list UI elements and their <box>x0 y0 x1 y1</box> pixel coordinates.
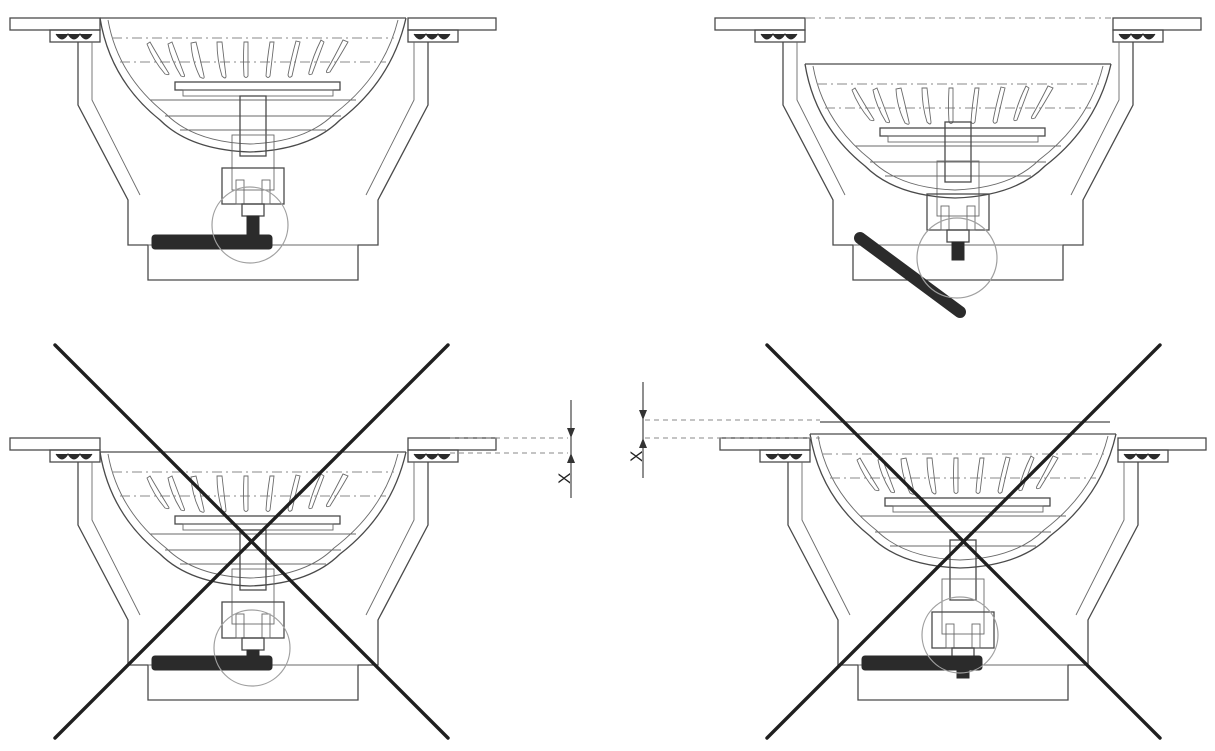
strainer-basket <box>804 63 1112 199</box>
panel-correct-lever-flat <box>9 17 497 281</box>
dimension-label: X <box>555 473 574 484</box>
lever-arm <box>151 655 273 671</box>
detail-highlight-circle <box>921 596 999 674</box>
panel-incorrect-basket-high <box>719 421 1207 701</box>
panel-correct-lever-tilted <box>714 17 1202 318</box>
spindle-assembly <box>926 121 990 261</box>
sink-body <box>714 17 1202 281</box>
spindle-assembly <box>221 529 285 669</box>
strainer-basket <box>99 451 407 587</box>
strainer-basket <box>99 17 407 153</box>
lever-arm <box>151 234 273 250</box>
lever-arm <box>861 655 983 671</box>
panel-incorrect-basket-low <box>9 437 497 701</box>
detail-highlight-circle <box>916 217 998 299</box>
dimension-label: X <box>627 451 646 462</box>
strainer-basket <box>809 433 1117 569</box>
dimension-x-left: X <box>450 400 575 498</box>
lever-arm-tilted <box>854 232 966 318</box>
spindle-assembly <box>221 95 285 235</box>
dimension-x-right: X <box>627 382 820 478</box>
detail-highlight-circle <box>213 609 291 687</box>
cross-mark-stroke <box>765 343 1162 740</box>
detail-highlight-circle <box>211 186 289 264</box>
cross-mark-stroke <box>53 343 450 740</box>
